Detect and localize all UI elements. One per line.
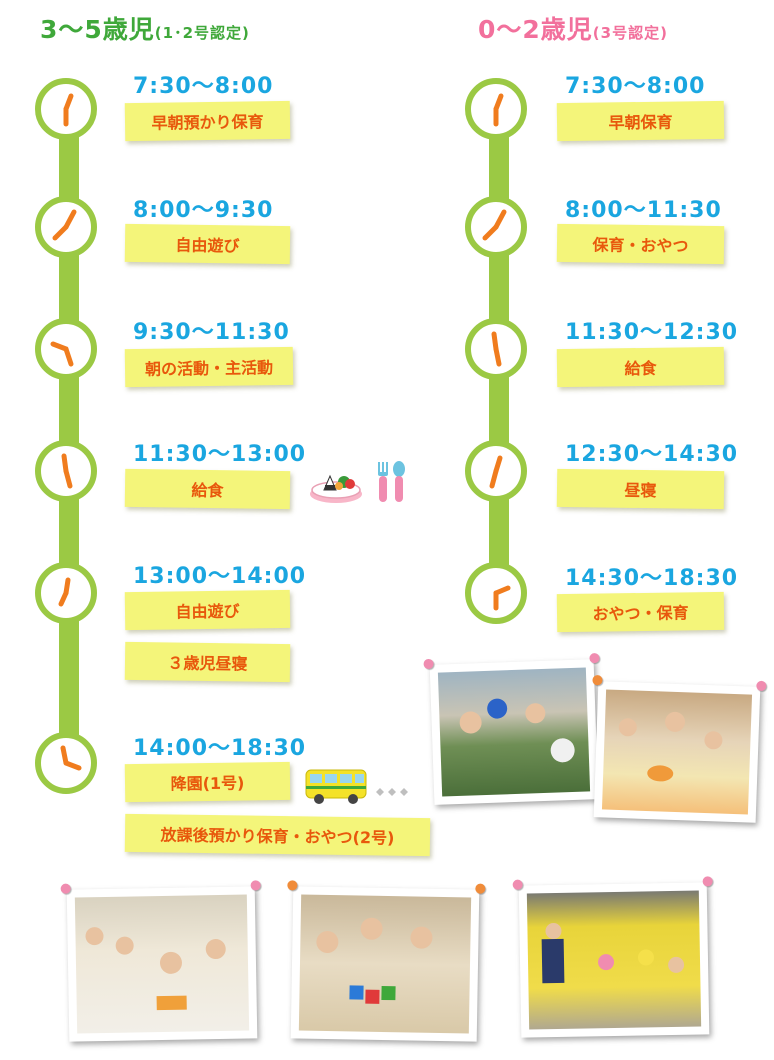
left-column-title: 3～5歳児(1･2号認定) [38, 10, 252, 47]
right-title-main: 0～2歳児 [476, 13, 595, 47]
pushpin-icon [60, 883, 71, 894]
clock-icon [35, 318, 97, 380]
left-title-main: 3～5歳児 [38, 13, 157, 47]
fork-spoon-icon [372, 460, 408, 504]
activity-note: 早朝保育 [556, 100, 725, 142]
clock-icon [35, 562, 97, 624]
clock-icon [35, 78, 97, 140]
activity-note: おやつ・保育 [556, 591, 725, 633]
clock-icon [35, 196, 97, 258]
clock-icon [35, 440, 97, 502]
photo-children-painting [592, 675, 767, 823]
time-label: 9:30～11:30 [133, 320, 290, 345]
time-label: 14:00～18:30 [133, 736, 307, 761]
pushpin-icon [592, 675, 603, 686]
activity-note: 自由遊び [124, 223, 291, 265]
activity-note: 保育・おやつ [556, 223, 725, 265]
right-title-sub: (3号認定) [590, 22, 669, 45]
time-label: 14:30～18:30 [565, 566, 739, 591]
right-column-title: 0～2歳児(3号認定) [476, 10, 670, 47]
school-bus-icon [304, 766, 412, 806]
clock-icon [465, 440, 527, 502]
pushpin-icon [475, 883, 486, 894]
pushpin-icon [589, 652, 600, 664]
left-title-sub: (1･2号認定) [152, 22, 251, 45]
photo-children-outdoors [423, 652, 600, 805]
activity-note: 昼寝 [556, 468, 725, 510]
photo-children-blocks [287, 880, 486, 1042]
time-label: 7:30～8:00 [565, 74, 706, 99]
time-label: 12:30～14:30 [565, 442, 739, 467]
pushpin-icon [702, 876, 713, 887]
clock-icon [465, 78, 527, 140]
clock-icon [465, 196, 527, 258]
activity-note: 放課後預かり保育・おやつ(2号) [124, 813, 431, 857]
photo-school-bus [512, 876, 713, 1038]
time-label: 7:30～8:00 [133, 74, 274, 99]
activity-note: 給食 [556, 346, 725, 388]
activity-note: 早朝預かり保育 [124, 100, 291, 142]
activity-note: 自由遊び [124, 589, 291, 631]
activity-note: 降園(1号) [124, 761, 291, 803]
lunch-plate-icon [308, 462, 364, 506]
clock-icon [465, 562, 527, 624]
time-label: 13:00～14:00 [133, 564, 307, 589]
activity-note: ３歳児昼寝 [124, 641, 291, 683]
time-label: 8:00～9:30 [133, 198, 274, 223]
pushpin-icon [287, 880, 298, 891]
pushpin-icon [512, 879, 523, 890]
time-label: 8:00～11:30 [565, 198, 722, 223]
pushpin-icon [756, 680, 767, 692]
pushpin-icon [423, 658, 434, 670]
activity-note: 朝の活動・主活動 [124, 346, 294, 388]
clock-icon [35, 732, 97, 794]
time-label: 11:30～12:30 [565, 320, 739, 345]
clock-icon [465, 318, 527, 380]
pushpin-icon [250, 880, 261, 891]
time-label: 11:30～13:00 [133, 442, 307, 467]
photo-classroom-lunch [60, 880, 261, 1042]
activity-note: 給食 [124, 468, 291, 510]
